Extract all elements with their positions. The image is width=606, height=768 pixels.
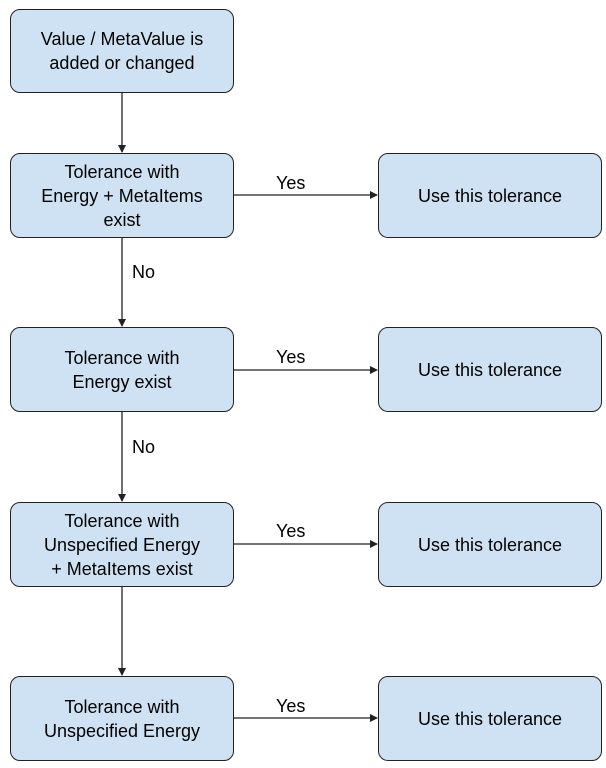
node-question-energy-metaitems-label: Tolerance with Energy + MetaItems exist bbox=[41, 161, 203, 230]
node-result-2-label: Use this tolerance bbox=[417, 359, 563, 380]
node-result-3: Use this tolerance bbox=[378, 502, 602, 587]
edge-label-yes-1: Yes bbox=[276, 173, 306, 193]
node-question-unspecified-metaitems-label: Tolerance with Unspecified Energy + Meta… bbox=[43, 510, 201, 579]
node-question-energy: Tolerance with Energy exist bbox=[10, 327, 234, 412]
node-question-unspecified-metaitems: Tolerance with Unspecified Energy + Meta… bbox=[10, 502, 234, 587]
node-result-4: Use this tolerance bbox=[378, 676, 602, 761]
edge-label-yes-2: Yes bbox=[276, 347, 306, 367]
edge-label-yes-4: Yes bbox=[276, 696, 306, 716]
node-question-unspecified: Tolerance with Unspecified Energy bbox=[10, 676, 234, 761]
node-question-unspecified-label: Tolerance with Unspecified Energy bbox=[43, 696, 201, 741]
edge-label-no-1: No bbox=[132, 262, 156, 282]
node-result-4-label: Use this tolerance bbox=[417, 708, 563, 729]
node-question-energy-label: Tolerance with Energy exist bbox=[64, 347, 180, 392]
node-start-label: Value / MetaValue is added or changed bbox=[40, 29, 204, 73]
node-result-1-label: Use this tolerance bbox=[417, 185, 563, 206]
edge-label-no-2: No bbox=[132, 437, 156, 457]
node-start: Value / MetaValue is added or changed bbox=[10, 9, 234, 93]
node-question-energy-metaitems: Tolerance with Energy + MetaItems exist bbox=[10, 153, 234, 238]
node-result-2: Use this tolerance bbox=[378, 327, 602, 412]
node-result-1: Use this tolerance bbox=[378, 153, 602, 238]
node-result-3-label: Use this tolerance bbox=[417, 534, 563, 555]
edge-label-yes-3: Yes bbox=[276, 521, 306, 541]
